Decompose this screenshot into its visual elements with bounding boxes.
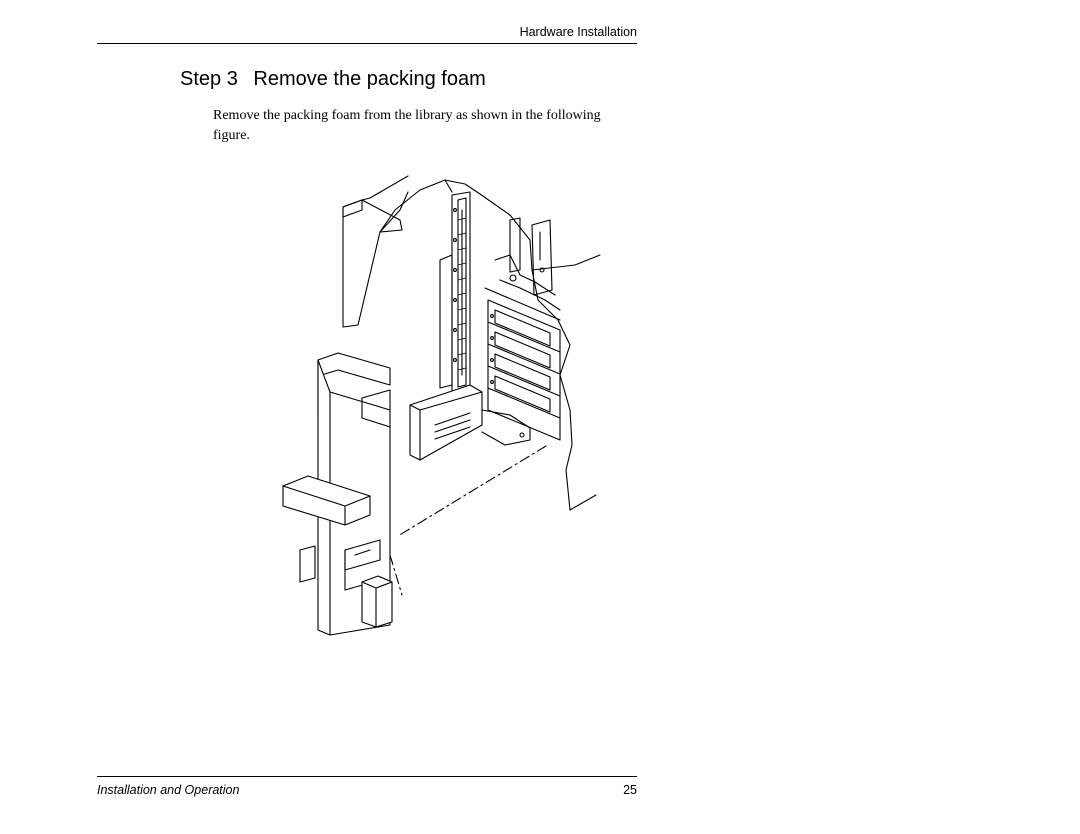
removal-guide-line-lower xyxy=(389,554,403,596)
running-header: Hardware Installation xyxy=(519,25,637,39)
step-number: Step 3 xyxy=(180,68,238,90)
page-number: 25 xyxy=(623,783,637,797)
cable-connector xyxy=(409,384,531,461)
step-title: Remove the packing foam xyxy=(253,68,486,90)
footer-rule xyxy=(97,776,637,777)
removal-guide-line xyxy=(397,445,547,537)
packing-foam-illustration xyxy=(270,170,610,640)
foam-insert xyxy=(282,352,393,636)
top-foam-block xyxy=(342,175,481,328)
instruction-paragraph: Remove the packing foam from the library… xyxy=(213,108,601,143)
rack-column xyxy=(439,191,471,394)
picker-mechanism xyxy=(484,217,561,321)
header-rule xyxy=(97,43,637,44)
cartridge-slots xyxy=(487,299,561,441)
step-heading: Step 3 Remove the packing foam xyxy=(180,68,486,91)
footer-manual-title: Installation and Operation xyxy=(97,783,240,797)
